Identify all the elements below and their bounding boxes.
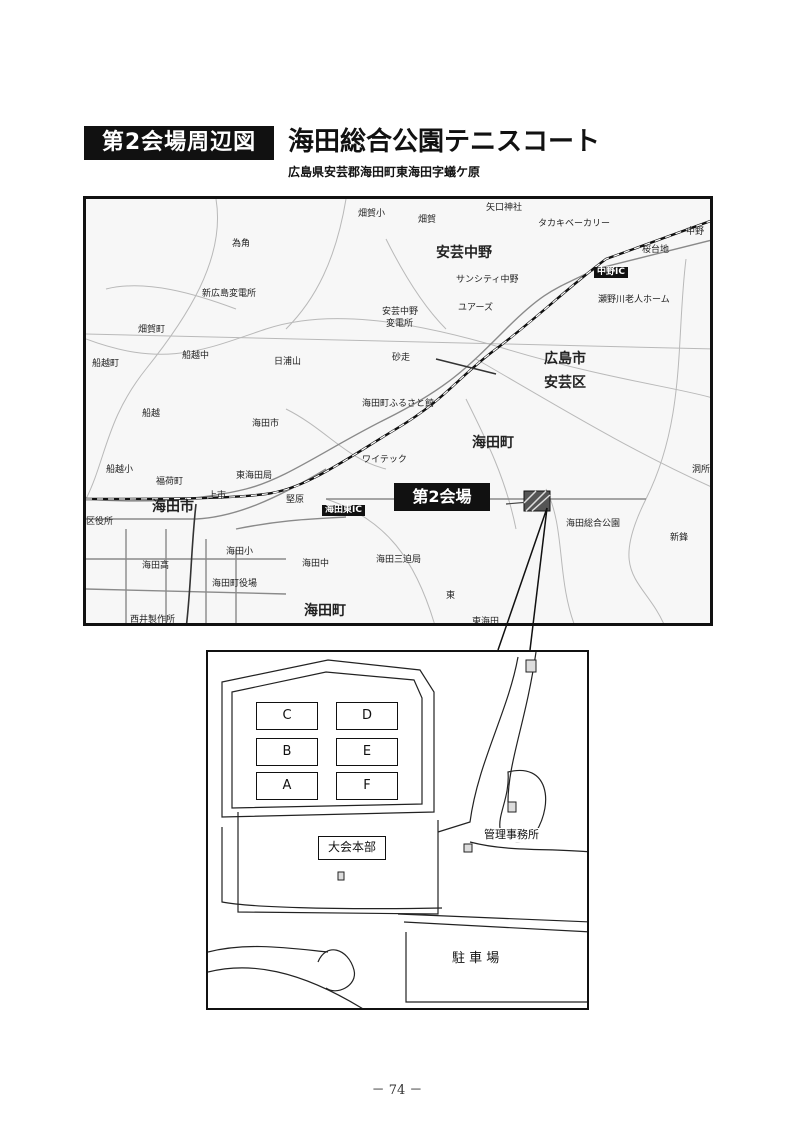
place-label: 海田三迫局 (376, 555, 422, 565)
court-b: B (256, 738, 318, 766)
place-label: サンシティ中野 (456, 275, 519, 285)
place-label: 上市 (208, 491, 227, 501)
place-label: 桜台地 (642, 245, 670, 255)
place-label: 海田高 (142, 561, 170, 571)
place-label: 為角 (232, 239, 251, 249)
place-label: 海田中 (302, 559, 330, 569)
parking-label: 駐 車 場 (452, 951, 500, 966)
area-map: 安芸中野 海田市 広島市 安芸区 海田町 海田町 中野IC 海田東IC 第2会場… (83, 196, 713, 626)
place-label: 海田総合公園 (566, 519, 621, 529)
place-label: 矢口神社 (486, 203, 523, 213)
court-d: D (336, 702, 398, 730)
page-number: － 74 － (371, 1083, 423, 1098)
site-inset-outlines (208, 652, 587, 1008)
place-label: 西井製作所 (130, 615, 176, 625)
place-label: 畑賀町 (138, 325, 166, 335)
venue-tag: 第2会場 (394, 483, 490, 511)
court-a: A (256, 772, 318, 800)
place-label: 洞所 (692, 465, 711, 475)
place-label: 船越町 (92, 359, 120, 369)
place-label: 堅原 (286, 495, 305, 505)
court-e: E (336, 738, 398, 766)
place-label: 変電所 (386, 319, 414, 329)
kaita-city-label: 海田市 (152, 499, 194, 515)
place-label: 船越小 (106, 465, 134, 475)
place-label: 東 (446, 591, 456, 601)
place-label: 畑賀小 (358, 209, 386, 219)
place-label: タカキベーカリー (538, 219, 611, 229)
place-label: 福荷町 (156, 477, 184, 487)
venue-address: 広島県安芸郡海田町東海田字蟻ケ原 (288, 165, 481, 179)
kaita-town-label: 海田町 (472, 435, 514, 451)
section-label: 第2会場周辺図 (84, 126, 274, 160)
aki-ku-label: 安芸区 (544, 375, 586, 391)
place-label: ユアーズ (458, 303, 494, 313)
venue-title: 海田総合公園テニスコート (288, 127, 601, 157)
place-label: 海田町役場 (212, 579, 258, 589)
place-label: 船越中 (182, 351, 210, 361)
place-label: 海田市 (252, 419, 280, 429)
nakano-ic-label: 中野IC (594, 267, 628, 278)
place-label: 日浦山 (274, 357, 302, 367)
place-label: 海田小 (226, 547, 254, 557)
place-label: 中野 (686, 227, 705, 237)
area-map-roads (86, 199, 710, 623)
place-label: 安芸中野 (382, 307, 419, 317)
court-c: C (256, 702, 318, 730)
tournament-headquarters: 大会本部 (318, 836, 386, 860)
place-label: 東海田 (472, 617, 500, 626)
place-label: 砂走 (392, 353, 411, 363)
management-office-label: 管理事務所 (484, 828, 539, 842)
place-label: 新鋒 (670, 533, 689, 543)
place-label: 東海田局 (236, 471, 273, 481)
place-label: 区役所 (86, 517, 114, 527)
kaita-higashi-ic-label: 海田東IC (322, 505, 365, 516)
place-label: ワイテック (362, 455, 407, 465)
site-inset: C D B E A F 大会本部 管理事務所 駐 車 場 (206, 650, 589, 1010)
court-f: F (336, 772, 398, 800)
place-label: 新広島変電所 (202, 289, 257, 299)
kaita-town-south-label: 海田町 (304, 603, 346, 619)
place-label: 船越 (142, 409, 161, 419)
place-label: 瀬野川老人ホーム (598, 295, 670, 305)
place-label: 畑賀 (418, 215, 437, 225)
aki-nakano-label: 安芸中野 (436, 245, 492, 261)
hiroshima-city-label: 広島市 (544, 351, 586, 367)
place-label: 海田町ふるさと館 (362, 399, 435, 409)
